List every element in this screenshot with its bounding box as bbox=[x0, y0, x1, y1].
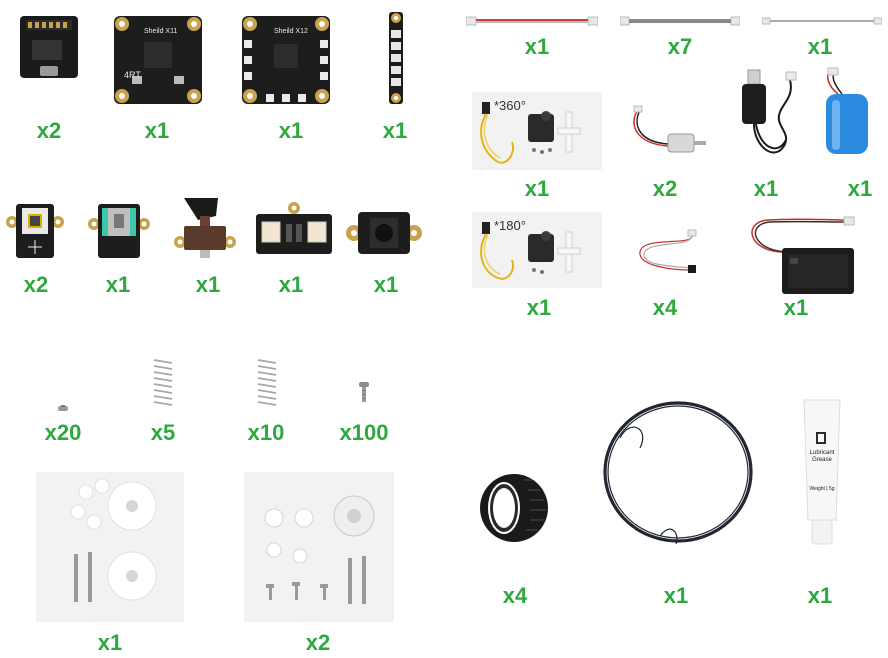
module-image bbox=[346, 212, 422, 254]
quantity-label: x2 bbox=[36, 118, 62, 143]
board-image bbox=[114, 16, 202, 104]
gear-set-image bbox=[70, 478, 157, 602]
push-button-module bbox=[344, 210, 424, 256]
servo-image bbox=[480, 222, 581, 280]
servo-180-card: *180° bbox=[472, 212, 602, 288]
quantity-label: x1 bbox=[807, 583, 833, 608]
quantity-label: x2 bbox=[652, 176, 678, 201]
module-image bbox=[256, 202, 332, 254]
cable-image bbox=[761, 17, 883, 25]
motor-with-wire bbox=[628, 104, 712, 162]
quantity-label: x1 bbox=[105, 272, 131, 297]
shield-x12-board: Sheild X12 bbox=[240, 14, 332, 106]
screw-image bbox=[58, 405, 68, 411]
quantity-label: x1 bbox=[382, 118, 408, 143]
board-image bbox=[20, 16, 78, 78]
spring-image bbox=[153, 359, 173, 406]
quantity-label: x1 bbox=[144, 118, 170, 143]
led-wire bbox=[632, 226, 702, 276]
quantity-label: x1 bbox=[663, 583, 689, 608]
tube-weight-label: Weight | 5g bbox=[809, 486, 835, 492]
wire-image bbox=[639, 229, 697, 273]
gear-set-b-card bbox=[244, 472, 394, 622]
board-label: Sheild X11 bbox=[144, 28, 178, 35]
quantity-label: x1 bbox=[524, 176, 550, 201]
module-image bbox=[174, 198, 236, 258]
quantity-label: x100 bbox=[339, 420, 389, 445]
usb-c-controller-board bbox=[18, 14, 80, 80]
board-image bbox=[389, 12, 403, 104]
quantity-label: x1 bbox=[847, 176, 873, 201]
tube-label-line: Grease bbox=[812, 457, 832, 463]
servo-rotation-label: *360° bbox=[494, 98, 526, 113]
joystick-module-white bbox=[4, 198, 66, 260]
quantity-label: x1 bbox=[195, 272, 221, 297]
quantity-label: x2 bbox=[23, 272, 49, 297]
quantity-label: x20 bbox=[44, 420, 82, 445]
cable-image bbox=[465, 16, 599, 26]
gray-cable bbox=[619, 14, 741, 26]
servo-rotation-label: *180° bbox=[494, 218, 526, 233]
quantity-label: x1 bbox=[753, 176, 779, 201]
tire bbox=[474, 466, 554, 546]
connector-strip-board bbox=[386, 10, 406, 106]
usb-charging-cable bbox=[734, 66, 802, 164]
quantity-label: x4 bbox=[502, 583, 528, 608]
tube-label-line: Lubricant bbox=[809, 450, 835, 456]
cable-image bbox=[619, 16, 741, 26]
spring-image bbox=[257, 359, 277, 406]
servo-360-card: *360° bbox=[472, 92, 602, 170]
grease-tube: Lubricant Grease Weight | 5g bbox=[800, 396, 844, 548]
wire-coil bbox=[600, 398, 756, 548]
quantity-label: x1 bbox=[783, 295, 809, 320]
quantity-label: x1 bbox=[278, 272, 304, 297]
quantity-label: x1 bbox=[524, 34, 550, 59]
tire-image bbox=[480, 474, 548, 542]
quantity-label: x1 bbox=[526, 295, 552, 320]
battery-pack bbox=[818, 66, 874, 158]
quantity-label: x1 bbox=[278, 118, 304, 143]
quantity-label: x7 bbox=[667, 34, 693, 59]
gear-set-image bbox=[264, 495, 375, 604]
long-gray-cable bbox=[761, 14, 883, 26]
quantity-label: x2 bbox=[305, 630, 331, 655]
shield-x11-board: Sheild X11 4RT bbox=[112, 14, 204, 106]
switch-module bbox=[172, 194, 238, 260]
quantity-label: x4 bbox=[652, 295, 678, 320]
dual-connector-module bbox=[252, 200, 336, 256]
coil-image bbox=[603, 401, 753, 545]
small-screw bbox=[56, 400, 70, 411]
battery-box bbox=[738, 212, 858, 296]
gear-set-a-card bbox=[36, 472, 184, 622]
short-spring bbox=[150, 356, 176, 408]
tube-image bbox=[803, 399, 841, 545]
bolt-image bbox=[359, 382, 369, 402]
servo-image bbox=[480, 102, 581, 164]
joystick-module-green bbox=[86, 198, 152, 260]
cable-image bbox=[742, 69, 797, 154]
short-cable bbox=[465, 14, 599, 26]
battery-image bbox=[826, 67, 868, 154]
quantity-label: x1 bbox=[807, 34, 833, 59]
module-image bbox=[6, 204, 64, 258]
quantity-label: x5 bbox=[150, 420, 176, 445]
board-code: 4RT bbox=[124, 70, 141, 80]
quantity-label: x10 bbox=[247, 420, 285, 445]
quantity-label: x1 bbox=[97, 630, 123, 655]
motor-image bbox=[633, 105, 706, 153]
battery-box-image bbox=[751, 216, 855, 294]
board-image bbox=[242, 16, 330, 104]
module-image bbox=[88, 204, 150, 258]
bolt bbox=[356, 380, 372, 404]
long-spring bbox=[254, 356, 280, 412]
board-label: Sheild X12 bbox=[274, 28, 308, 35]
quantity-label: x1 bbox=[373, 272, 399, 297]
